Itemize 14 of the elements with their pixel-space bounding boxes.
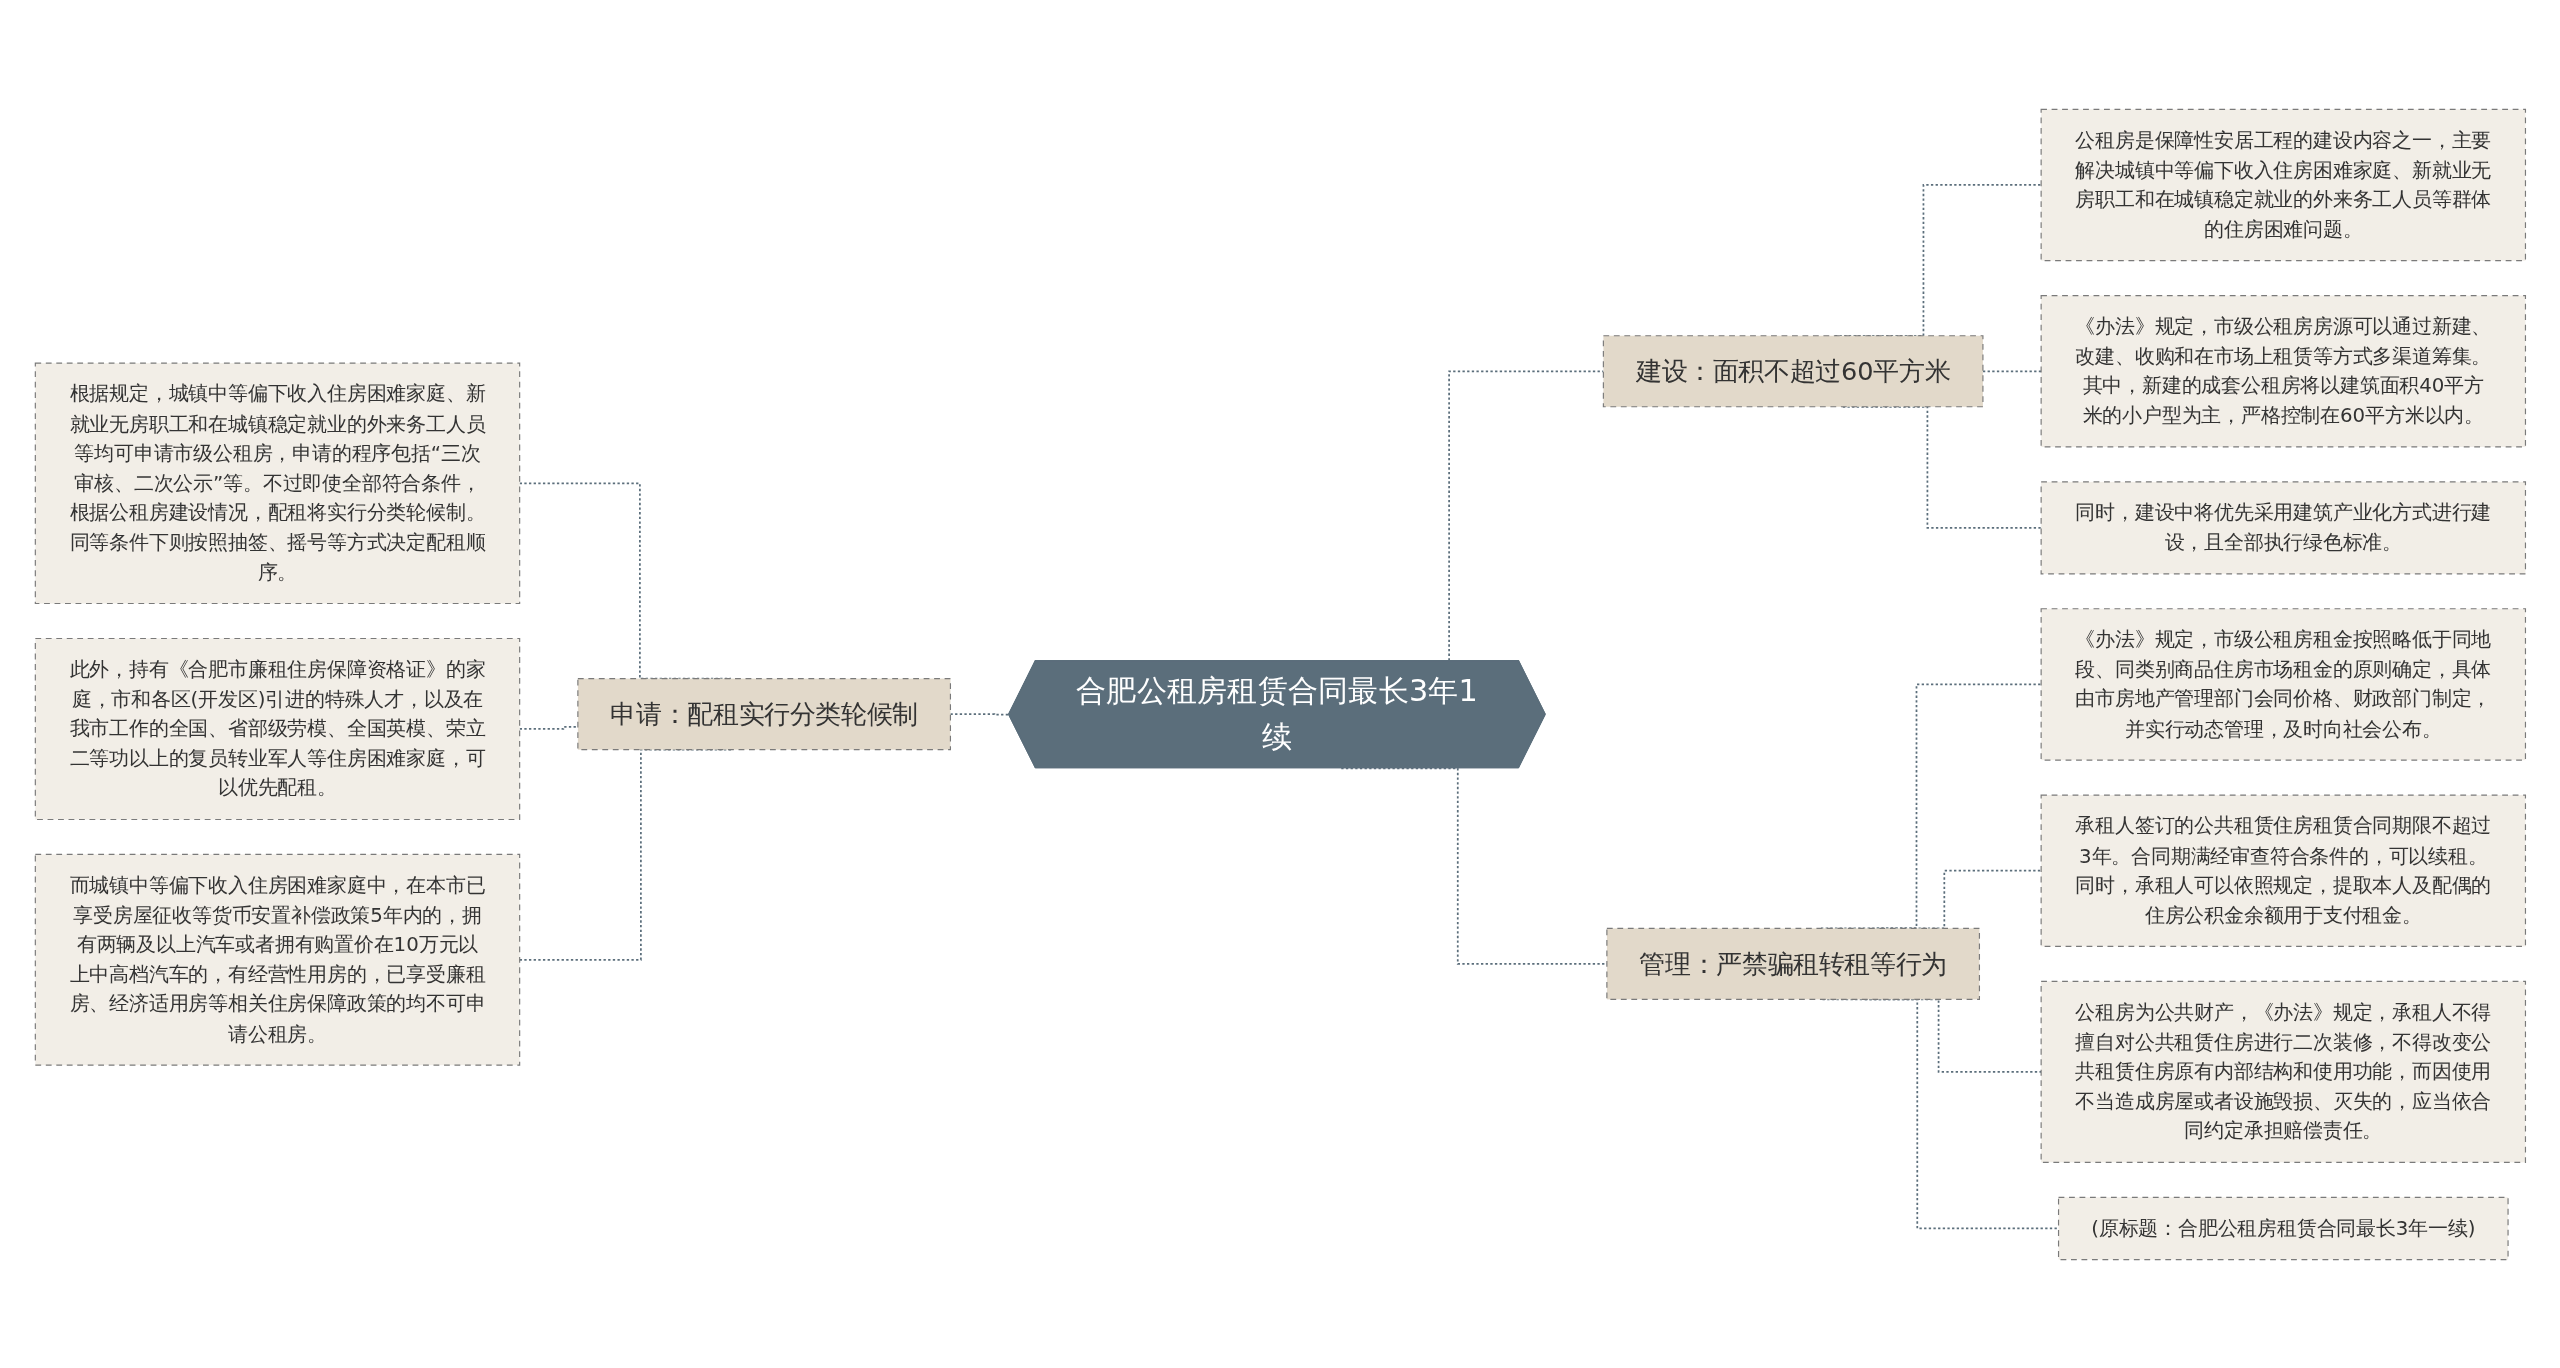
node-box: 《办法》规定，市级公租房房源可以通过新建、改建、收购和在市场上租赁等方式多渠道筹集。其中，新建的成套公租房将以建筑面积40平方米的小户型为主，严格控制在60平方米以内。 <box>2040 294 2526 448</box>
node-box: 公租房为公共财产，《办法》规定，承租人不得擅自对公共租赁住房进行二次装修，不得改变公共租赁住房原有内部结构和使用功能，而因使用不当造成房屋或者设施毁损、灭失的，应当依合同约定承担赔偿责任。 <box>2040 980 2526 1163</box>
node-box: 同时，建设中将优先采用建筑产业化方式进行建设，且全部执行绿色标准。 <box>2040 480 2526 574</box>
node-box: 根据规定，城镇中等偏下收入住房困难家庭、新就业无房职工和在城镇稳定就业的外来务工人员等均可申请市级公租房，申请的程序包括“三次审核、二次公示”等。不过即使全部符合条件，根据公租房建设情况，配租将实行分类轮候制。同等条件下则按照抽签、摇号等方式决定配租顺序。 <box>34 362 520 604</box>
node-box: (原标题：合肥公租房租赁合同最长3年一续) <box>2057 1196 2509 1260</box>
node-box: 公租房是保障性安居工程的建设内容之一，主要解决城镇中等偏下收入住房困难家庭、新就业无房职工和在城镇稳定就业的外来务工人员等群体的住房困难问题。 <box>2040 108 2526 261</box>
node-box: 而城镇中等偏下收入住房困难家庭中，在本市已享受房屋征收等货币安置补偿政策5年内的，拥有两辆及以上汽车或者拥有购置价在10万元以上中高档汽车的，有经营性用房的，已享受廉租房、经济适用房等相关住房保障政策的均不可申请公租房。 <box>34 853 520 1066</box>
connector <box>1821 998 2059 1229</box>
node-box: 申请：配租实行分类轮候制 <box>576 677 951 750</box>
node-box: 承租人签订的公共租赁住房租赁合同期限不超过3年。合同期满经审查符合条件的，可以续租。同时，承租人可以依照规定，提取本人及配偶的住房公积金余额用于支付租金。 <box>2040 794 2526 947</box>
node-box: 建设：面积不超过60平方米 <box>1602 334 1984 407</box>
node-box: 管理：严禁骗租转租等行为 <box>1605 927 1980 1000</box>
node-box: 此外，持有《合肥市廉租住房保障资格证》的家庭，市和各区(开发区)引进的特殊人才，以及在我市工作的全国、省部级劳模、全国英模、荣立二等功以上的复员转业军人等住房困难家庭，可以优先配租。 <box>34 637 520 820</box>
node-box: 《办法》规定，市级公租房租金按照略低于同地段、同类别商品住房市场租金的原则确定，具体由市房地产管理部门会同价格、财政部门制定，并实行动态管理，及时向社会公布。 <box>2040 607 2526 761</box>
